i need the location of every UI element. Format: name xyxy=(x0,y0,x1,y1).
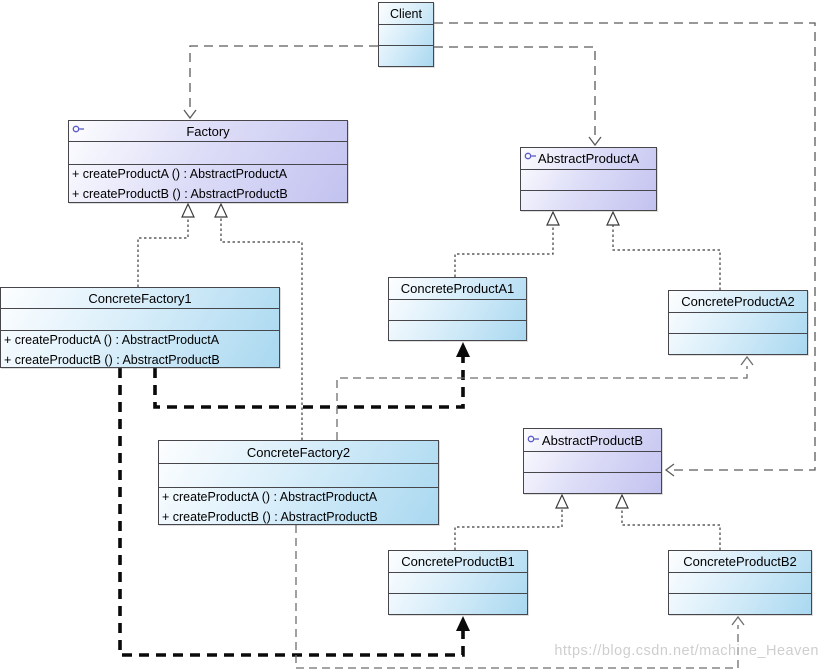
class-title: ConcreteProductA2 xyxy=(669,291,807,312)
class-title: ConcreteProductB2 xyxy=(669,551,811,572)
realization-concretefactory2-to-factory[interactable] xyxy=(214,202,303,440)
realization-concreteproducta1-to-abstractproducta[interactable] xyxy=(454,210,560,277)
realization-concreteproductb1-to-abstractproductb[interactable] xyxy=(454,493,569,550)
dependency-concretefactory1-to-concreteproductb1[interactable] xyxy=(118,368,470,657)
dependency-client-to-factory[interactable] xyxy=(183,45,378,120)
class-title: ConcreteFactory2 xyxy=(159,441,438,463)
interface-icon xyxy=(527,434,540,444)
class-concreteproductb1[interactable]: ConcreteProductB1 xyxy=(388,550,528,615)
class-name-label: ConcreteProductA1 xyxy=(400,281,515,296)
attributes-compartment xyxy=(524,451,661,472)
operations-compartment xyxy=(389,593,527,614)
realization-concreteproducta2-to-abstractproducta[interactable] xyxy=(606,210,721,290)
operations-compartment xyxy=(669,593,811,614)
class-name-label: ConcreteFactory2 xyxy=(246,444,351,460)
class-concretefactory1[interactable]: ConcreteFactory1 + createProductA () : A… xyxy=(0,287,280,368)
class-client[interactable]: Client xyxy=(378,2,434,67)
interface-icon xyxy=(72,124,85,134)
method-label: + createProductA () : AbstractProductA xyxy=(4,333,220,347)
method-label: + createProductA () : AbstractProductA xyxy=(72,167,288,181)
class-abstractproducta[interactable]: AbstractProductA xyxy=(520,147,657,211)
class-name-label: ConcreteProductA2 xyxy=(681,294,795,309)
realization-concreteproductb2-to-abstractproductb[interactable] xyxy=(615,493,721,550)
class-title: AbstractProductA xyxy=(521,148,656,169)
class-concreteproducta1[interactable]: ConcreteProductA1 xyxy=(388,277,527,341)
class-title: Client xyxy=(379,3,433,24)
operations-compartment xyxy=(521,189,656,211)
attributes-compartment xyxy=(521,169,656,190)
dependency-concretefactory2-to-concreteproductb2[interactable] xyxy=(295,525,745,669)
operations-compartment xyxy=(379,45,433,66)
attributes-compartment xyxy=(389,572,527,593)
class-title: ConcreteProductB1 xyxy=(389,551,527,572)
operations-compartment xyxy=(524,472,661,493)
attributes-compartment xyxy=(669,312,807,333)
class-factory[interactable]: Factory + createProductA () : AbstractPr… xyxy=(68,120,348,203)
dependency-concretefactory1-to-concreteproducta1[interactable] xyxy=(153,342,470,409)
class-name-label: ConcreteFactory1 xyxy=(88,290,192,306)
class-concreteproducta2[interactable]: ConcreteProductA2 xyxy=(668,290,808,355)
attributes-compartment xyxy=(1,308,279,330)
class-name-label: AbstractProductB xyxy=(541,432,644,448)
class-abstractproductb[interactable]: AbstractProductB xyxy=(523,428,662,494)
class-name-label: ConcreteProductB2 xyxy=(683,554,797,569)
class-title: AbstractProductB xyxy=(524,429,661,451)
attributes-compartment xyxy=(379,24,433,45)
method-label: + createProductB () : AbstractProductB xyxy=(72,186,288,201)
method-label: + createProductB () : AbstractProductB xyxy=(162,509,378,524)
attributes-compartment xyxy=(389,299,526,320)
operations-compartment xyxy=(669,333,807,354)
operations-compartment: + createProductA () : AbstractProductA +… xyxy=(159,487,438,527)
class-name-label: ConcreteProductB1 xyxy=(401,554,515,569)
attributes-compartment xyxy=(669,572,811,593)
class-concreteproductb2[interactable]: ConcreteProductB2 xyxy=(668,550,812,615)
attributes-compartment xyxy=(69,141,347,164)
class-title: ConcreteProductA1 xyxy=(389,278,526,299)
operations-compartment: + createProductA () : AbstractProductA +… xyxy=(69,164,347,204)
method-label: + createProductB () : AbstractProductB xyxy=(4,352,220,367)
class-title: Factory xyxy=(69,121,347,141)
method-label: + createProductA () : AbstractProductA xyxy=(162,490,378,504)
dependency-client-to-abstractproductb[interactable] xyxy=(434,22,816,477)
class-name-label: Factory xyxy=(186,123,230,139)
dependency-concretefactory2-to-concreteproducta2[interactable] xyxy=(336,355,754,440)
class-name-label: Client xyxy=(390,6,422,21)
class-title: ConcreteFactory1 xyxy=(1,288,279,308)
interface-icon xyxy=(524,151,537,161)
realization-concretefactory1-to-factory[interactable] xyxy=(137,202,195,287)
class-concretefactory2[interactable]: ConcreteFactory2 + createProductA () : A… xyxy=(158,440,439,525)
attributes-compartment xyxy=(159,463,438,487)
operations-compartment xyxy=(389,319,526,341)
class-name-label: AbstractProductA xyxy=(537,151,640,166)
dependency-client-to-abstractproducta[interactable] xyxy=(434,46,602,147)
operations-compartment: + createProductA () : AbstractProductA +… xyxy=(1,330,279,370)
